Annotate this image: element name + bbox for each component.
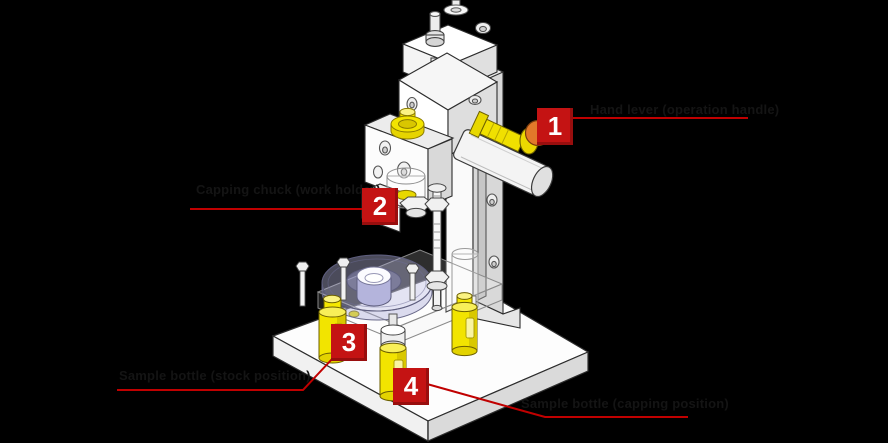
cylinder-block	[397, 52, 499, 157]
leader-line-4	[426, 383, 688, 418]
callout-4-badge: 4	[393, 368, 429, 405]
leader-lines	[117, 117, 748, 418]
callout-3-badge: 3	[331, 324, 367, 361]
callout-2-badge: 2	[362, 188, 398, 225]
leader-line-3	[117, 357, 334, 391]
lever-grip	[453, 129, 554, 198]
bottle-right	[451, 292, 478, 357]
callout-1-label: Hand lever (operation handle)	[590, 102, 780, 117]
callout-3-label: Sample bottle (stock position)	[119, 368, 311, 383]
callout-1-badge: 1	[537, 108, 573, 145]
stopper-screw	[424, 183, 450, 312]
chuck-unit	[386, 167, 433, 219]
air-fitting	[390, 107, 425, 140]
callout-4-label: Sample bottle (capping position)	[521, 396, 729, 411]
callout-2-label: Capping chuck (work holder)	[196, 182, 381, 197]
lever-shaft	[468, 110, 526, 153]
turntable-disc	[295, 254, 433, 321]
